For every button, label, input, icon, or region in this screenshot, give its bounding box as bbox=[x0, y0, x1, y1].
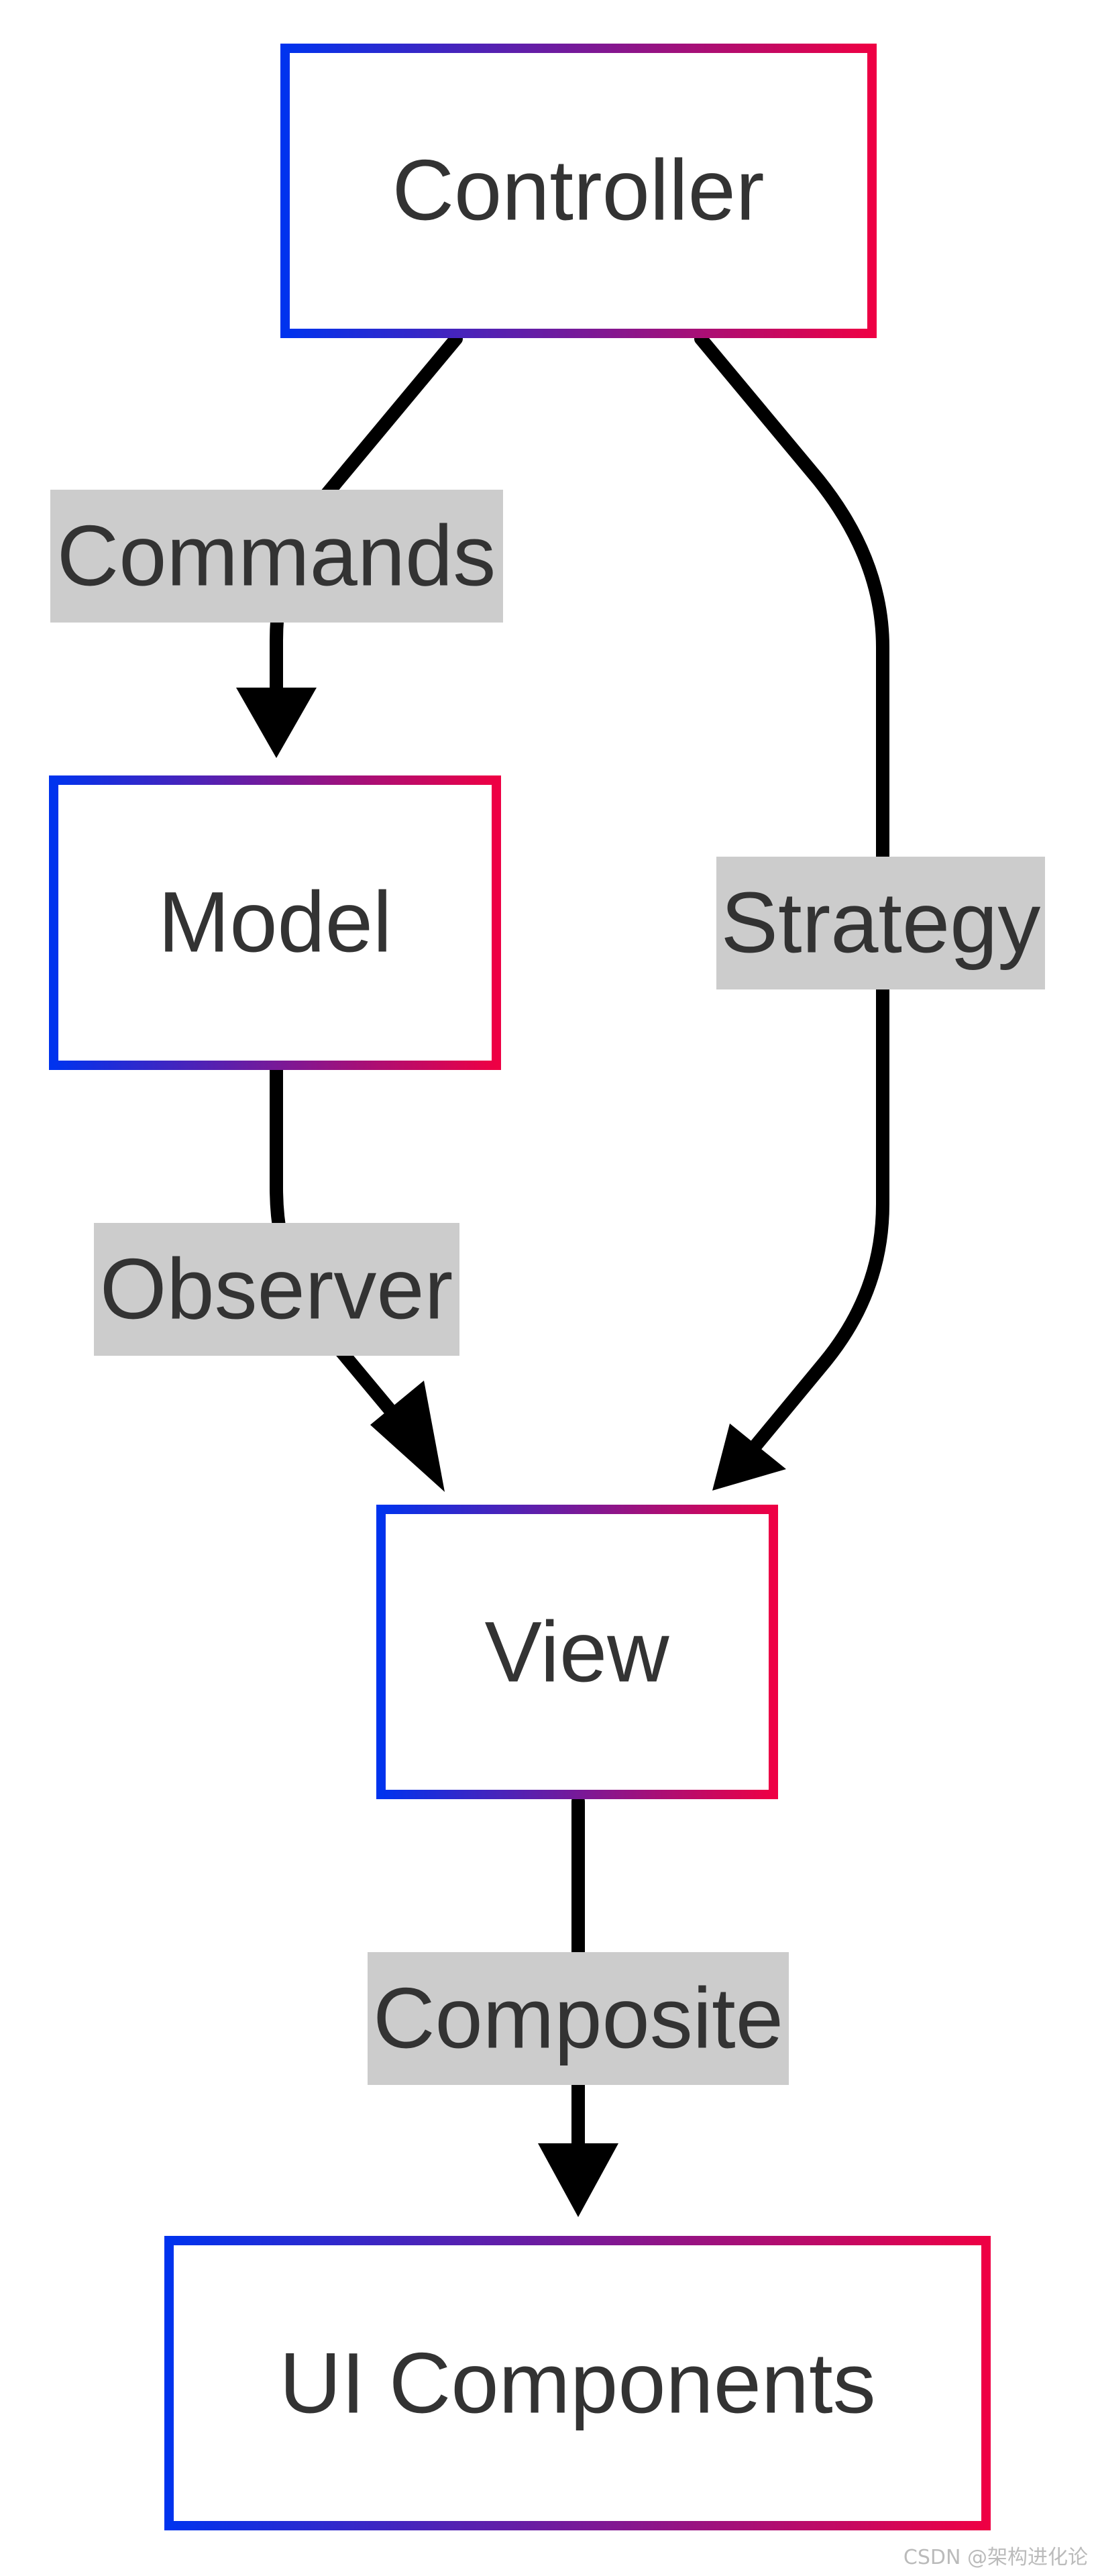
node-view-label: View bbox=[484, 1605, 669, 1701]
edge-label-commands: Commands bbox=[50, 490, 503, 623]
node-ui-components[interactable]: UI Components bbox=[164, 2236, 991, 2530]
arrowhead-observer bbox=[370, 1381, 445, 1492]
node-controller-box bbox=[280, 44, 877, 338]
node-view[interactable]: View bbox=[376, 1505, 778, 1799]
node-controller[interactable]: Controller bbox=[280, 44, 877, 338]
edge-label-composite: Composite bbox=[368, 1952, 789, 2085]
edge-label-commands-text: Commands bbox=[57, 508, 496, 604]
edge-label-composite-text: Composite bbox=[373, 1971, 783, 2067]
arrowhead-commands bbox=[236, 688, 317, 758]
node-ui-components-label: UI Components bbox=[279, 2336, 875, 2432]
arrowhead-strategy bbox=[712, 1424, 786, 1491]
edge-label-observer-text: Observer bbox=[100, 1242, 453, 1338]
arrowhead-composite bbox=[538, 2143, 618, 2217]
node-view-box bbox=[376, 1505, 778, 1799]
node-model-label: Model bbox=[158, 875, 392, 971]
node-controller-label: Controller bbox=[392, 143, 765, 239]
node-model-box bbox=[49, 775, 501, 1070]
edge-label-observer: Observer bbox=[94, 1223, 459, 1356]
node-ui-components-box bbox=[164, 2236, 991, 2530]
edge-label-strategy: Strategy bbox=[716, 857, 1045, 989]
node-model[interactable]: Model bbox=[49, 775, 501, 1070]
edge-label-strategy-text: Strategy bbox=[721, 875, 1041, 971]
watermark-text: CSDN @架构进化论 bbox=[903, 2546, 1088, 2569]
